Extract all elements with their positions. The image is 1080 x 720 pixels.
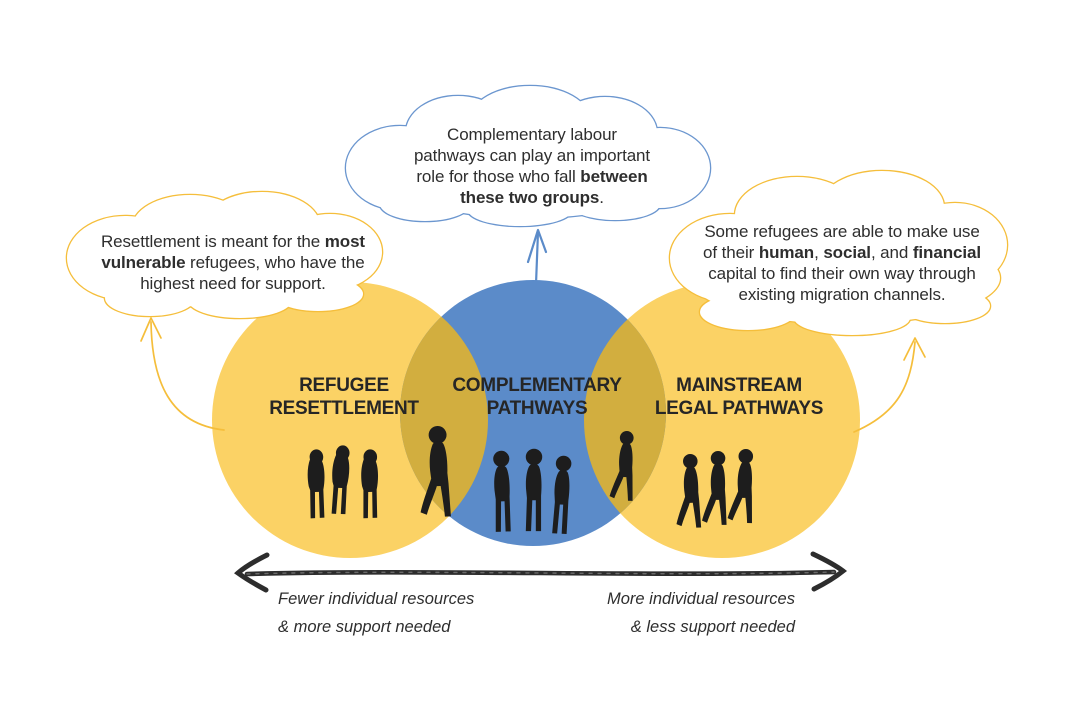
resources-axis-arrow (234, 551, 848, 593)
cloud-left-shape (65, 190, 384, 320)
connector-arrow-left (140, 317, 225, 431)
label-mainstream-legal-pathways: MAINSTREAM LEGAL PATHWAYS (654, 375, 824, 419)
label-complementary-pathways: COMPLEMENTARY PATHWAYS (452, 375, 622, 419)
connector-arrow-right (853, 337, 926, 433)
cloud-middle-shape (344, 84, 712, 228)
connector-arrow-middle (526, 228, 548, 286)
cloud-right-shape (668, 169, 1009, 337)
axis-label-fewer-resources: Fewer individual resources & more suppor… (278, 590, 475, 636)
axis-label-more-resources: More individual resources & less support… (606, 590, 795, 636)
circle-mainstream-legal-pathways (584, 282, 860, 558)
label-refugee-resettlement: REFUGEE RESETTLEMENT (269, 375, 419, 419)
